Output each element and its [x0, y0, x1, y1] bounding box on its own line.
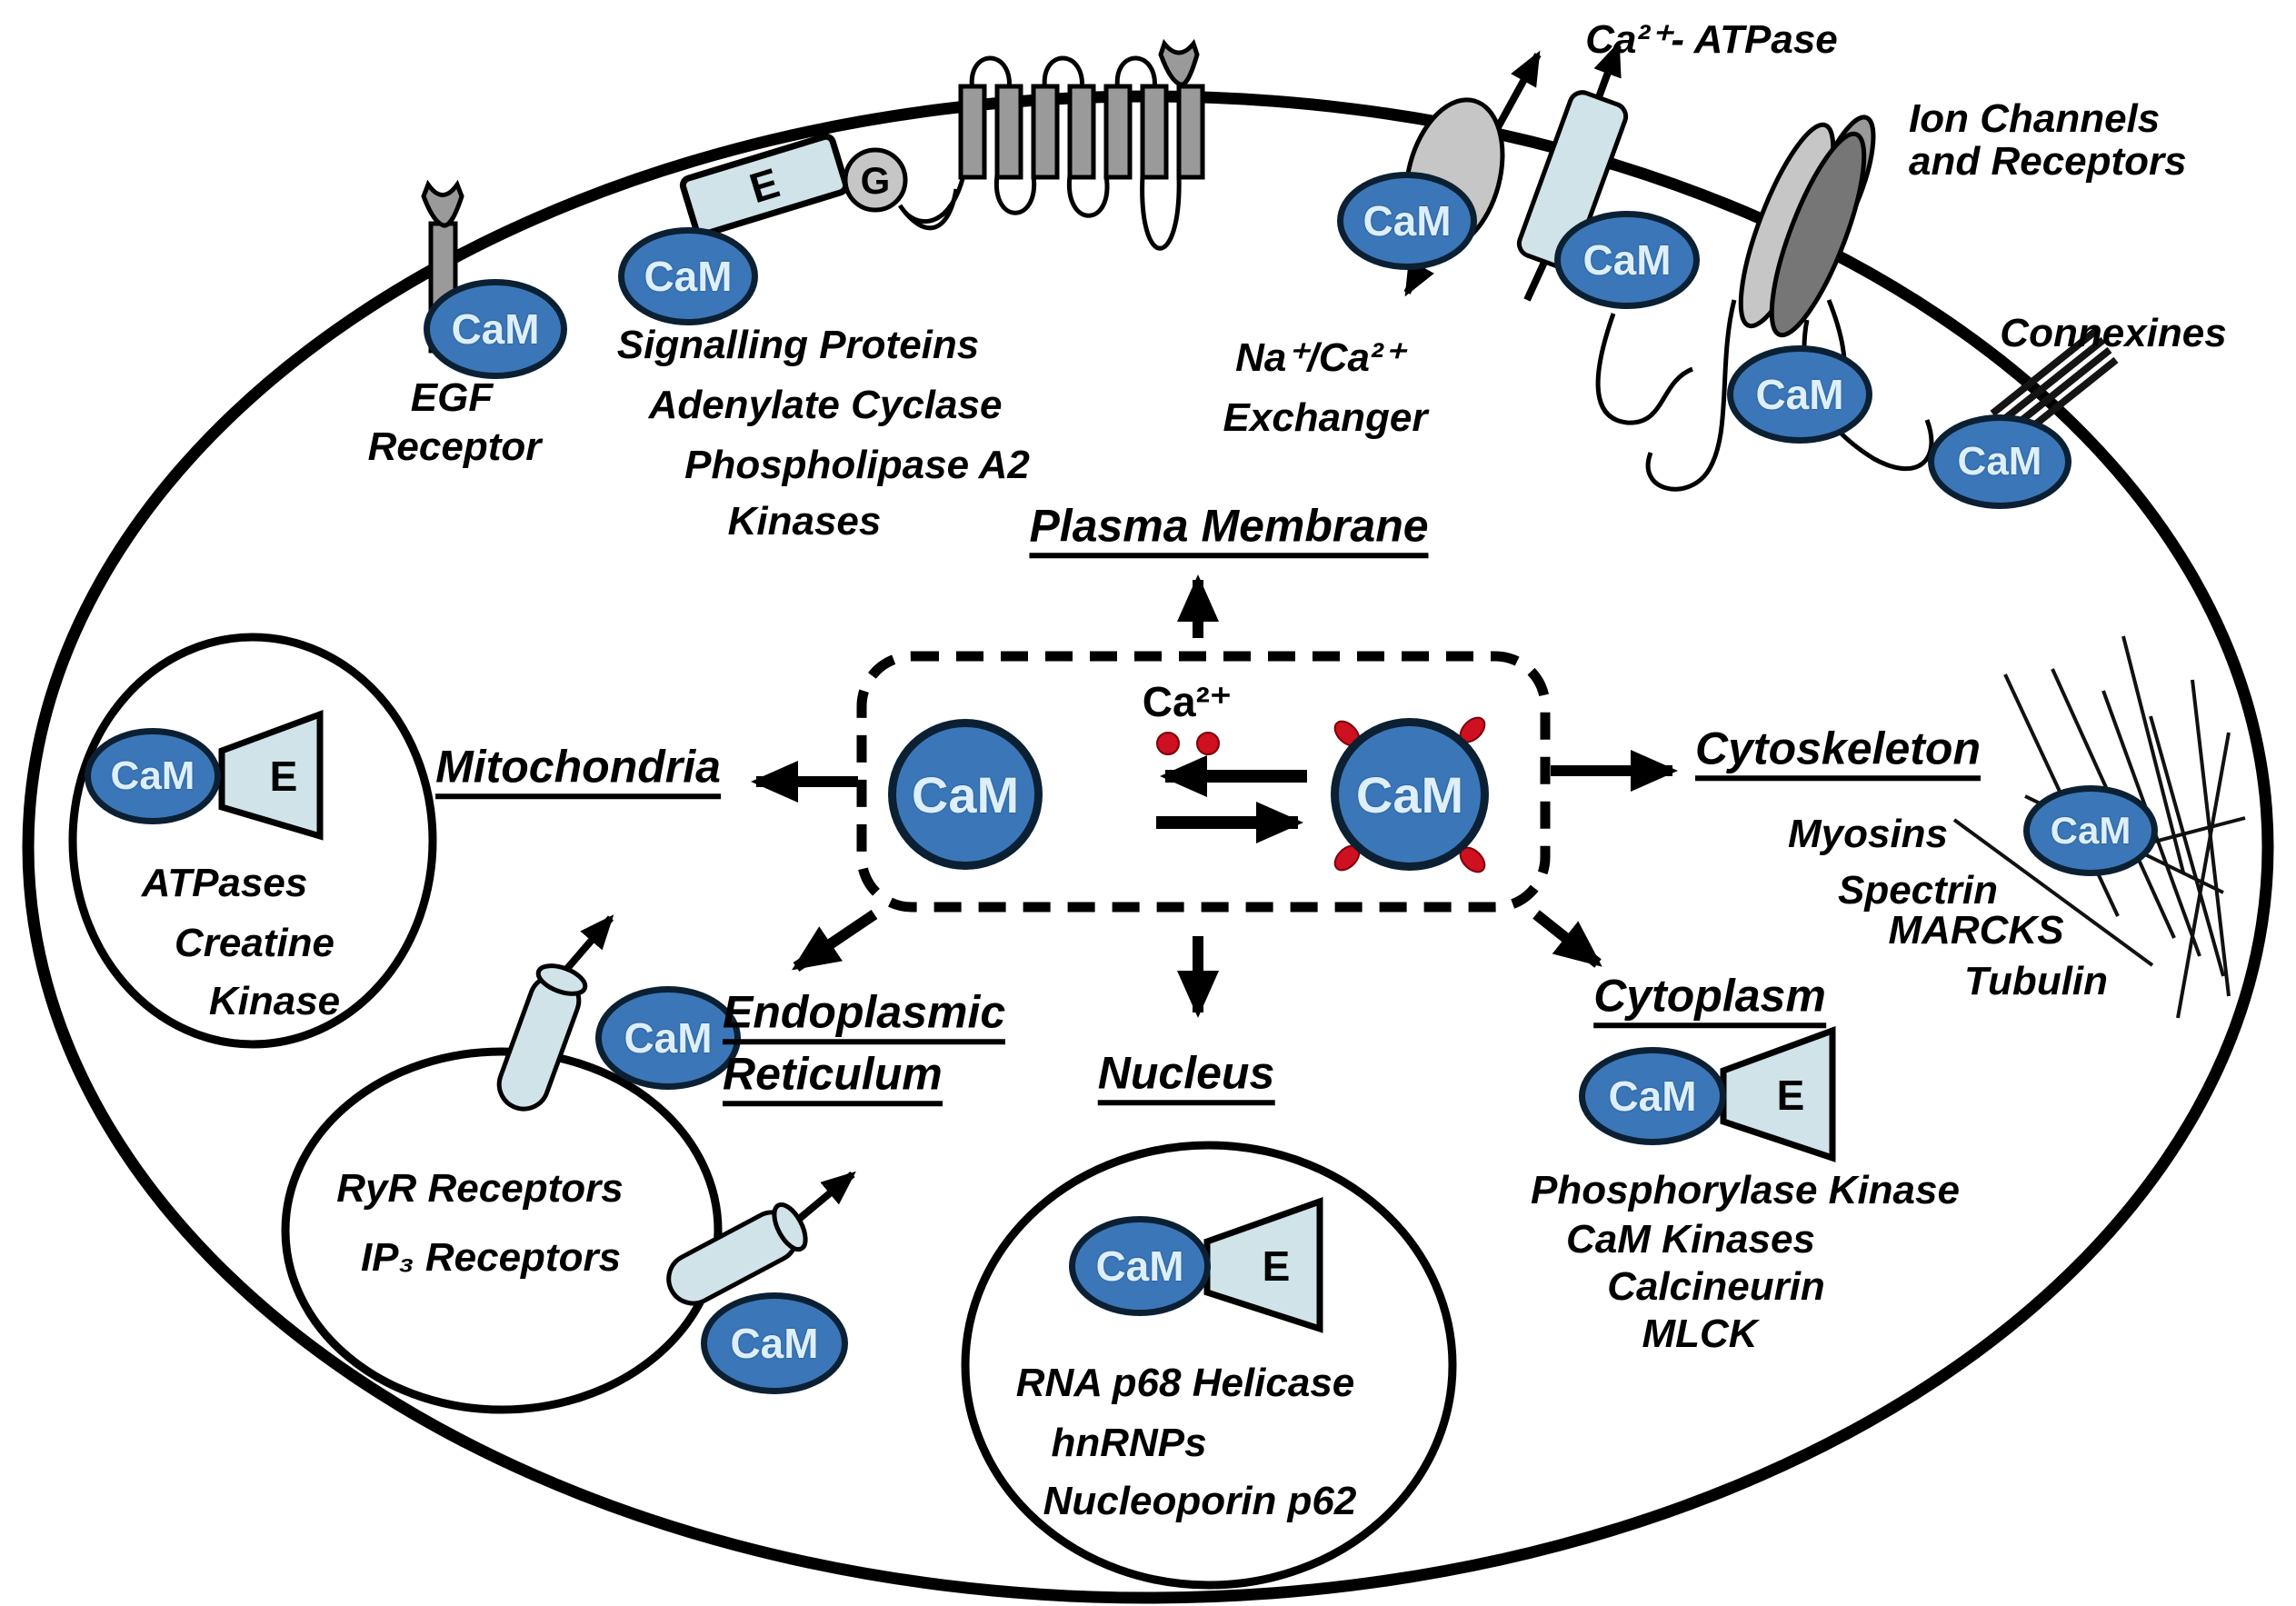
egf-receptor-shape [421, 179, 464, 354]
cytoplasm-item-3: MLCK [1642, 1311, 1758, 1356]
cam-equilibrium-box [856, 651, 1551, 913]
cam-badge-egf: CaM [424, 279, 567, 379]
cytoplasm-item-2: Calcineurin [1607, 1263, 1825, 1309]
mito-item-0: ATPases [141, 860, 308, 905]
egf-label-2: Receptor [367, 424, 542, 469]
ion-channels-label-1: Ion Channels [1909, 95, 2161, 141]
cytoskeleton-item-0: Myosins [1787, 811, 1949, 856]
cam-badge-er-2: CaM [701, 1292, 848, 1394]
mitochondria-text: Mitochondria [435, 743, 721, 799]
signalling-line-2: Phospholipase A2 [684, 442, 1030, 487]
nucleus-text: Nucleus [1097, 1049, 1275, 1105]
cam-badge-signalling: CaM [618, 227, 758, 325]
er-channel-1 [496, 914, 614, 1112]
cytoplasm-label: Cytoplasm [1593, 972, 1826, 1028]
arrow-to-cytoplasm [1532, 910, 1602, 968]
cytoskeleton-item-1: Spectrin [1837, 867, 1999, 913]
er-channel-2 [666, 1171, 856, 1306]
mito-item-2: Kinase [208, 978, 341, 1023]
connexines-label: Connexines [2000, 310, 2227, 355]
cam-badge-mitochondria: CaM [85, 728, 221, 824]
adenylate-e-gprotein-shape [679, 133, 959, 238]
plasma-membrane-text: Plasma Membrane [1029, 502, 1429, 558]
cam-badge-er-1: CaM [595, 986, 741, 1090]
mitochondria-label: Mitochondria [435, 743, 721, 799]
ca-atpase-pump-shape [1516, 41, 1629, 302]
cam-badge-connexines: CaM [1928, 414, 2071, 509]
gpcr-seven-tm-shape [903, 38, 1205, 251]
er-text-2: Reticulum [723, 1050, 943, 1106]
cam-apo-central: CaM [888, 719, 1043, 870]
cytoskeleton-label: Cytoskeleton [1695, 724, 1981, 781]
cam-badge-ion-channels: CaM [1727, 345, 1872, 444]
ca-ion-dot [1156, 732, 1180, 755]
naca-label-2: Exchanger [1223, 394, 1428, 440]
e-letter-cytoplasm: E [1776, 1072, 1805, 1119]
er-label-2: Reticulum [723, 1050, 943, 1106]
cam-badge-nucleus: CaM [1069, 1216, 1211, 1316]
cam-badge-cytoskeleton: CaM [2023, 785, 2158, 876]
mito-item-1: Creatine [174, 920, 335, 965]
cam-badge-exchanger: CaM [1337, 172, 1477, 270]
er-item-0: RyR Receptors [336, 1165, 624, 1211]
cytoplasm-text: Cytoplasm [1593, 972, 1826, 1028]
nucleus-item-2: Nucleoporin p62 [1043, 1478, 1357, 1523]
er-item-1: IP₃ Receptors [360, 1234, 622, 1280]
ion-channels-shape [1595, 115, 1934, 492]
cytoskeleton-item-2: MARCKS [1888, 907, 2064, 953]
ca-ion-dot [1196, 732, 1220, 755]
calcium-label: Ca²⁺ [1142, 677, 1233, 725]
mito-enzyme-shape [218, 709, 324, 841]
egf-label-1: EGF [410, 374, 494, 420]
naca-label-1: Na⁺/Ca²⁺ [1235, 334, 1404, 380]
nucleus-label: Nucleus [1097, 1049, 1275, 1105]
arrow-to-er [792, 910, 878, 972]
e-letter-mitochondria: E [269, 753, 298, 800]
cytoskeleton-text: Cytoskeleton [1695, 724, 1981, 781]
er-text-1: Endoplasmic [723, 988, 1006, 1044]
cam-badge-cytoplasm: CaM [1579, 1047, 1726, 1145]
plasma-membrane-label: Plasma Membrane [1029, 502, 1429, 558]
cytoskeleton-item-3: Tubulin [1963, 958, 2109, 1003]
e-letter-nucleus: E [1262, 1242, 1291, 1290]
cam-badge-atpase: CaM [1554, 211, 1700, 309]
er-shape [281, 1047, 723, 1414]
signalling-line-1: Adenylate Cyclase [648, 382, 1003, 427]
er-label-1: Endoplasmic [723, 988, 1006, 1044]
ion-channels-label-2: and Receptors [1909, 138, 2187, 184]
signalling-line-0: Signalling Proteins [616, 322, 980, 367]
ca-atpase-label: Ca²⁺- ATPase [1585, 16, 1838, 62]
nucleus-item-1: hnRNPs [1051, 1420, 1207, 1465]
cytoplasm-item-0: Phosphorylase Kinase [1531, 1167, 1960, 1212]
cam-ca-bound-central: CaM [1331, 718, 1489, 871]
cytoplasm-item-1: CaM Kinases [1566, 1216, 1815, 1262]
signalling-line-3: Kinases [727, 498, 882, 544]
nucleus-item-0: RNA p68 Helicase [1015, 1360, 1355, 1405]
g-letter-gprotein: G [860, 159, 891, 202]
